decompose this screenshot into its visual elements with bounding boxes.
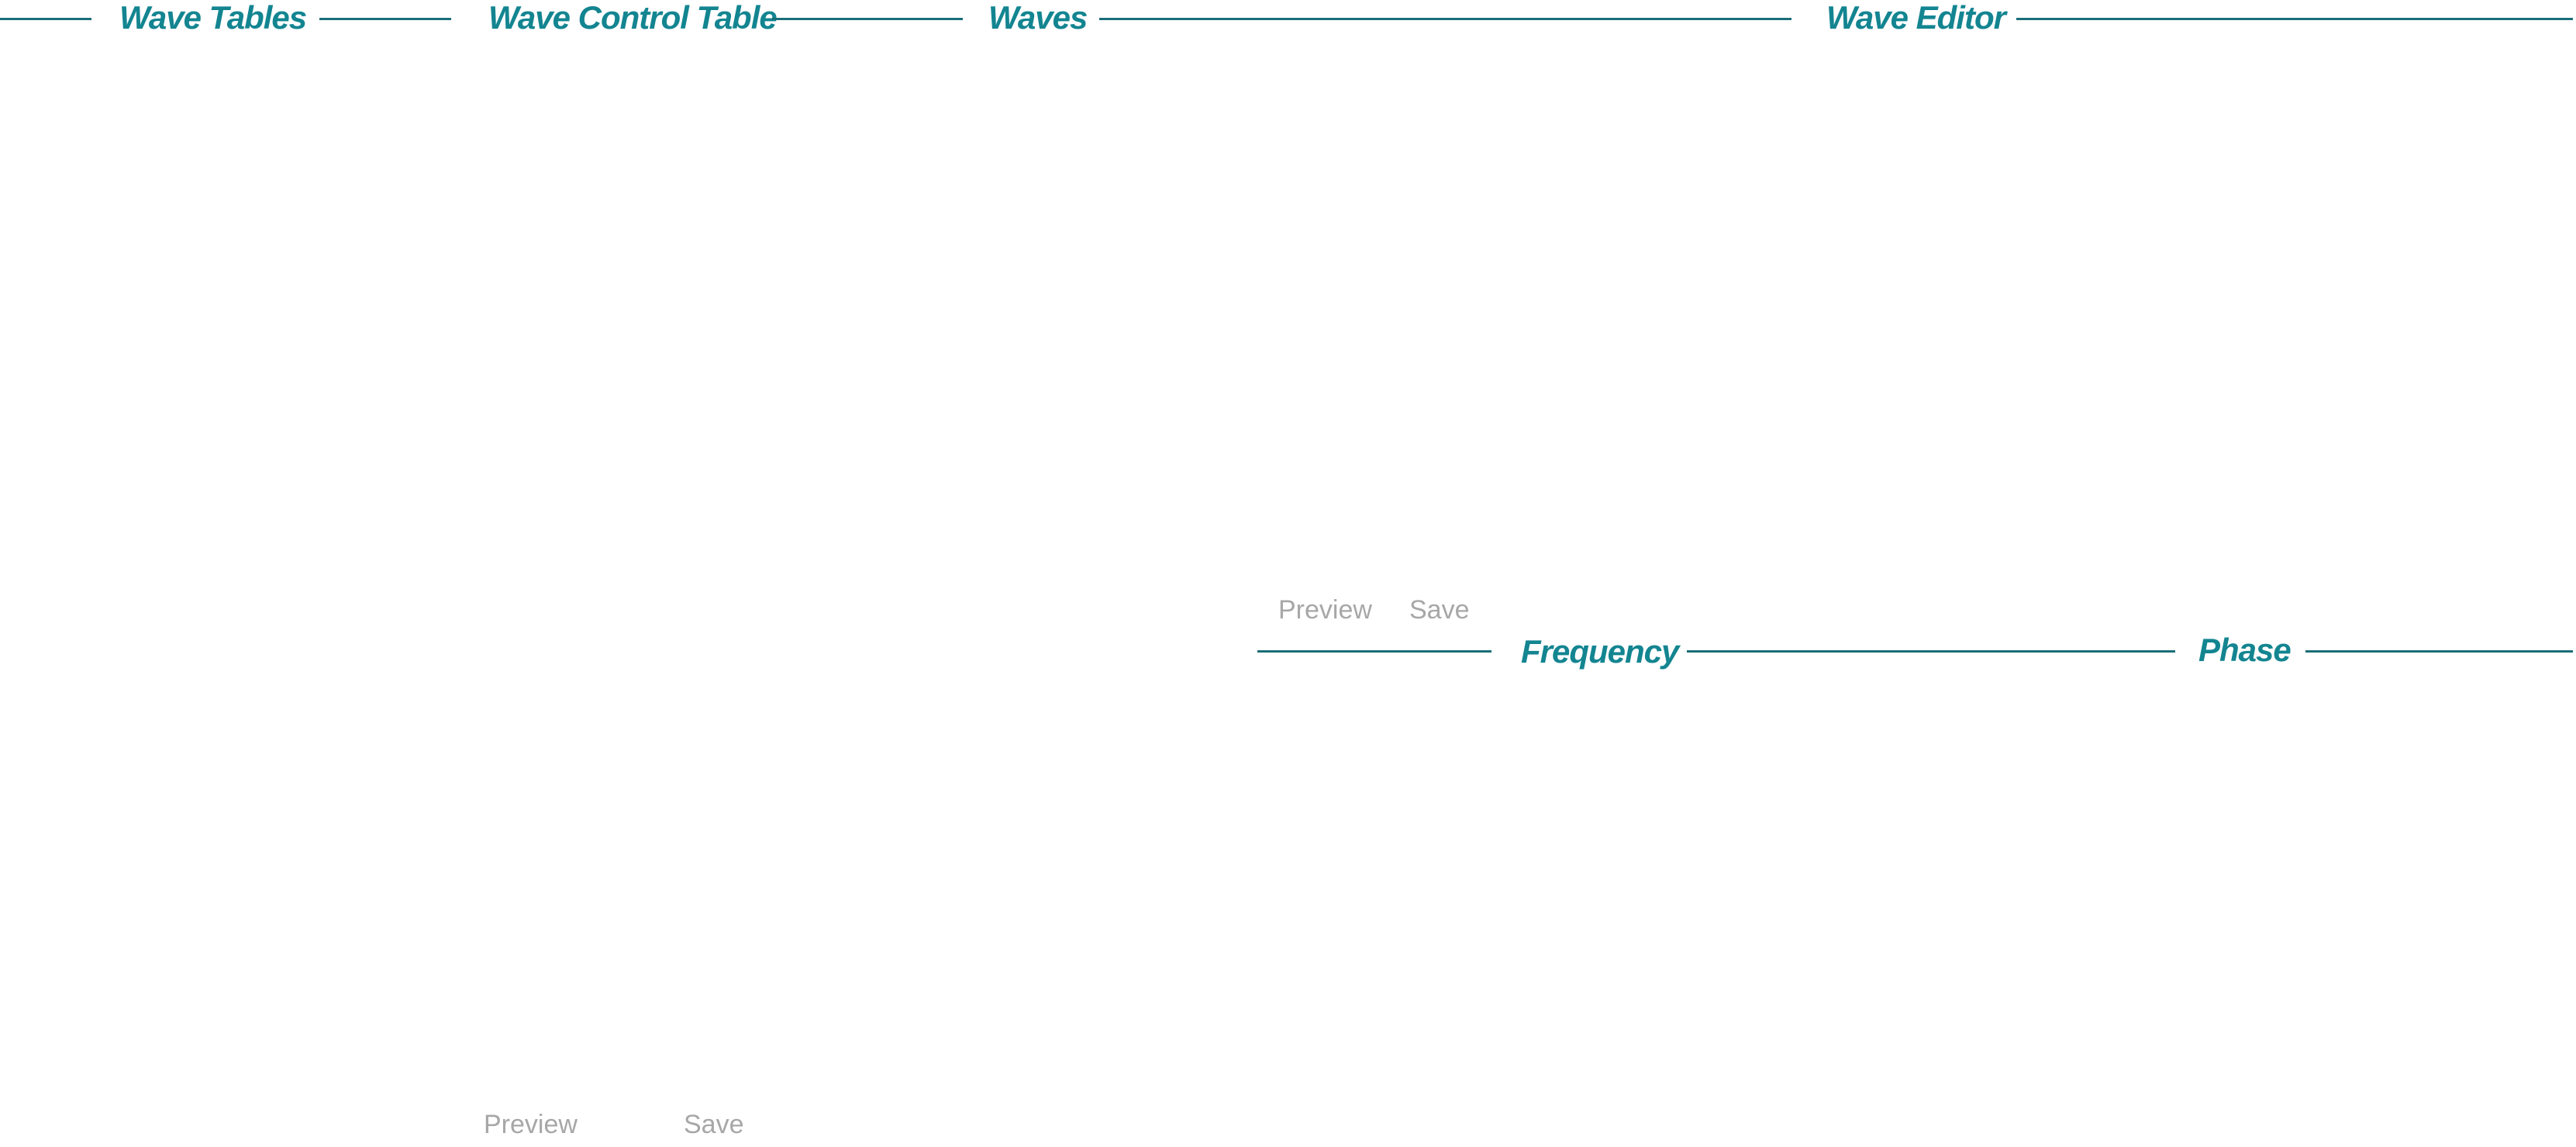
phase-title: Phase (2198, 632, 2292, 668)
waves-divider-right (1099, 18, 1791, 20)
wave-editor-divider-right (2016, 18, 2573, 20)
wave-control-table-divider-right (772, 18, 963, 20)
frequency-title: Frequency (1521, 633, 1679, 670)
phase-divider-right (2305, 650, 2573, 653)
wave-editor-save-button[interactable]: Save (1409, 595, 1470, 625)
wave-tables-title: Wave Tables (119, 0, 307, 36)
waves-save-button[interactable]: Save (684, 1110, 744, 1139)
frequency-divider-right (1687, 650, 2175, 653)
wave-control-table-title: Wave Control Table (488, 0, 778, 36)
wave-tables-divider-right (319, 18, 451, 20)
wave-editor-preview-button[interactable]: Preview (1278, 595, 1372, 625)
frequency-divider-left (1257, 650, 1491, 653)
waves-preview-button[interactable]: Preview (484, 1110, 578, 1139)
waves-title: Waves (988, 0, 1088, 36)
wave-tables-divider-left (0, 18, 91, 20)
wave-editor-title: Wave Editor (1826, 0, 2006, 36)
